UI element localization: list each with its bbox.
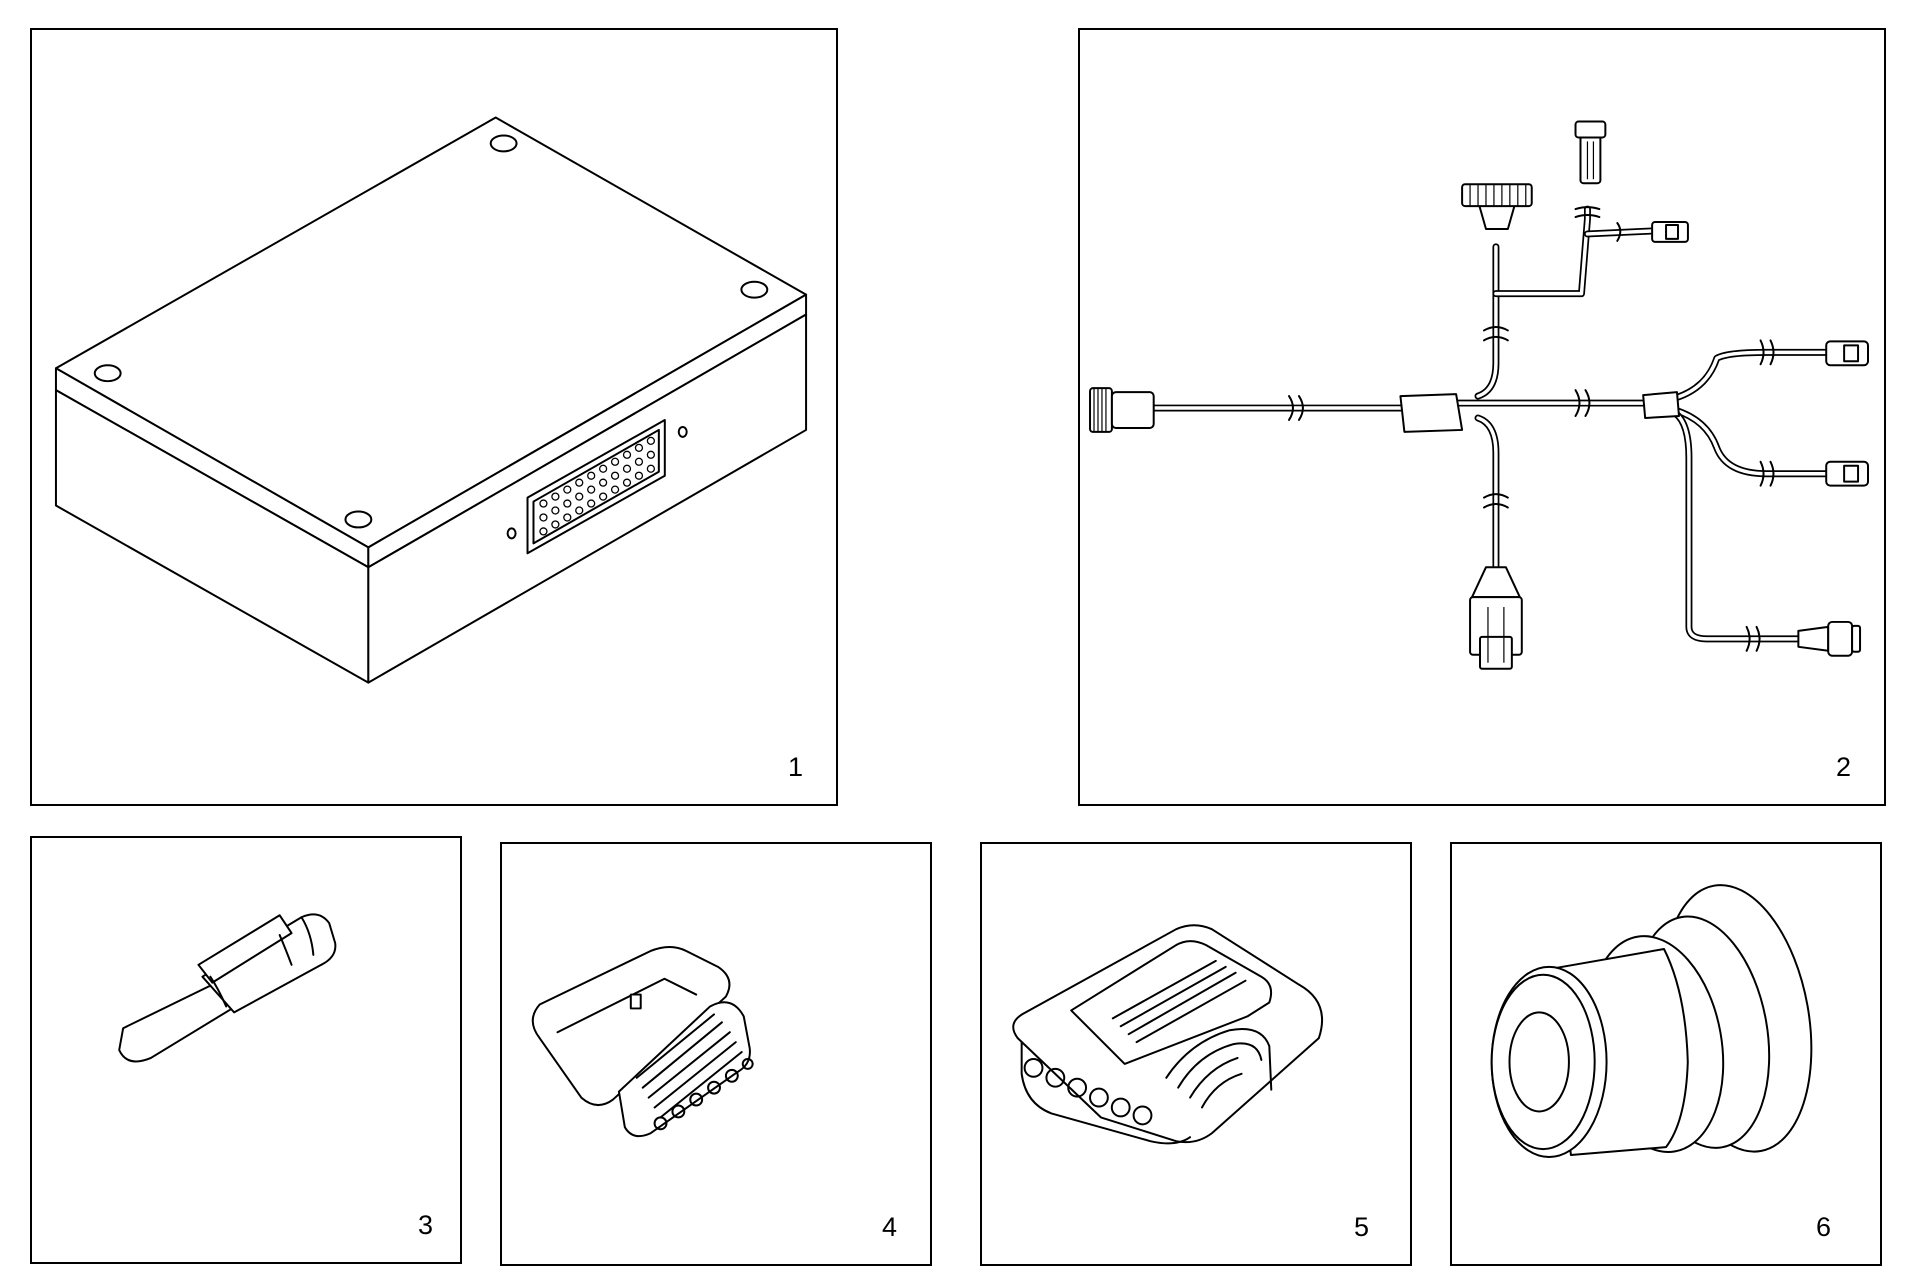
pin-holes (653, 1057, 754, 1131)
panel-4: 4 (500, 842, 932, 1266)
panel-number: 1 (788, 752, 804, 782)
panel-number: 3 (418, 1210, 434, 1240)
panel-2: 2 (1078, 28, 1886, 806)
panel-5: 5 (980, 842, 1412, 1266)
panel-1: 1 (30, 28, 838, 806)
pin-holes (1023, 1057, 1153, 1126)
panel-number: 6 (1816, 1212, 1832, 1242)
control-unit-illustration (54, 116, 808, 684)
connector-housing-illustration (531, 946, 754, 1138)
seal-illustration (1490, 884, 1813, 1159)
wiring-harness-illustration (1089, 120, 1869, 670)
panel-number: 2 (1836, 752, 1852, 782)
terminal-illustration (118, 913, 337, 1063)
locked-connector-illustration (1012, 924, 1323, 1145)
panel-number: 5 (1354, 1212, 1370, 1242)
panel-number: 4 (882, 1212, 898, 1242)
panel-6: 6 (1450, 842, 1882, 1266)
connector-pins (539, 436, 656, 536)
panel-3: 3 (30, 836, 462, 1264)
